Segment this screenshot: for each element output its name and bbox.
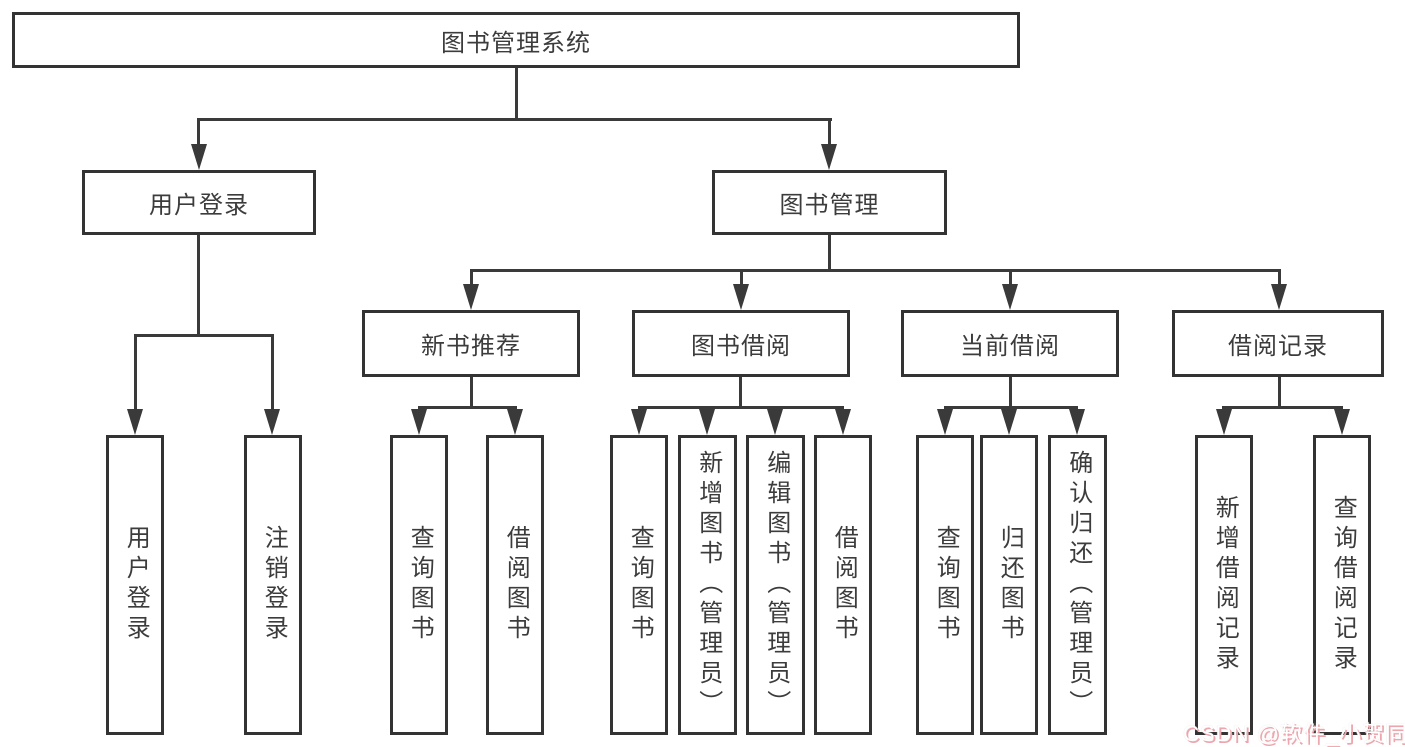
arrow-down-icon xyxy=(1216,409,1232,435)
leaf-query-books-2: 查询图书 xyxy=(610,435,668,735)
node-book-management-branch: 图书管理 xyxy=(712,170,947,235)
connector-line xyxy=(470,269,1281,272)
connector-line xyxy=(515,68,518,121)
leaf-edit-books-admin: 编辑图书（管理员） xyxy=(746,435,805,735)
connector-line xyxy=(197,235,200,337)
arrow-down-icon xyxy=(1271,284,1287,310)
node-current-borrowing: 当前借阅 xyxy=(901,310,1119,377)
leaf-logout: 注销登录 xyxy=(244,435,302,735)
connector-line xyxy=(739,377,742,409)
leaf-return-books: 归还图书 xyxy=(980,435,1038,735)
connector-line xyxy=(134,334,274,337)
leaf-confirm-return-admin: 确认归还（管理员） xyxy=(1048,435,1107,735)
leaf-query-books-1: 查询图书 xyxy=(390,435,448,735)
arrow-down-icon xyxy=(507,409,523,435)
node-root: 图书管理系统 xyxy=(12,12,1020,68)
connector-line xyxy=(1009,377,1012,409)
arrow-down-icon xyxy=(767,409,783,435)
arrow-down-icon xyxy=(1334,409,1350,435)
connector-line xyxy=(740,272,743,286)
leaf-user-login: 用户登录 xyxy=(106,435,164,735)
arrow-down-icon xyxy=(1069,409,1085,435)
arrow-down-icon xyxy=(631,409,647,435)
node-new-book-recommend: 新书推荐 xyxy=(362,310,580,377)
leaf-borrow-books-2: 借阅图书 xyxy=(814,435,872,735)
arrow-down-icon xyxy=(264,409,280,435)
connector-line xyxy=(944,406,1078,409)
connector-line xyxy=(134,337,137,411)
arrow-down-icon xyxy=(821,144,837,170)
arrow-down-icon xyxy=(699,409,715,435)
node-user-login-branch: 用户登录 xyxy=(82,170,316,235)
connector-line xyxy=(1009,272,1012,286)
arrow-down-icon xyxy=(733,284,749,310)
connector-line xyxy=(470,272,473,286)
connector-line xyxy=(197,121,200,146)
leaf-add-books-admin: 新增图书（管理员） xyxy=(678,435,737,735)
connector-line xyxy=(418,406,517,409)
arrow-down-icon xyxy=(937,409,953,435)
arrow-down-icon xyxy=(411,409,427,435)
connector-line xyxy=(828,121,831,146)
connector-line xyxy=(1222,406,1343,409)
arrow-down-icon xyxy=(1002,284,1018,310)
leaf-query-books-3: 查询图书 xyxy=(916,435,974,735)
connector-line xyxy=(197,118,832,121)
connector-line xyxy=(828,235,831,272)
node-borrowing-records: 借阅记录 xyxy=(1172,310,1384,377)
connector-line xyxy=(638,406,844,409)
connector-line xyxy=(1278,272,1281,286)
arrow-down-icon xyxy=(835,409,851,435)
arrow-down-icon xyxy=(127,409,143,435)
connector-line xyxy=(271,337,274,411)
leaf-add-borrow-record: 新增借阅记录 xyxy=(1195,435,1253,735)
arrow-down-icon xyxy=(1001,409,1017,435)
arrow-down-icon xyxy=(463,284,479,310)
node-book-borrowing: 图书借阅 xyxy=(632,310,850,377)
csdn-watermark: CSDN @软件_小贺同学 xyxy=(1183,721,1405,746)
connector-line xyxy=(1278,377,1281,409)
leaf-query-borrow-record: 查询借阅记录 xyxy=(1313,435,1371,735)
arrow-down-icon xyxy=(191,144,207,170)
leaf-borrow-books-1: 借阅图书 xyxy=(486,435,544,735)
connector-line xyxy=(470,377,473,409)
